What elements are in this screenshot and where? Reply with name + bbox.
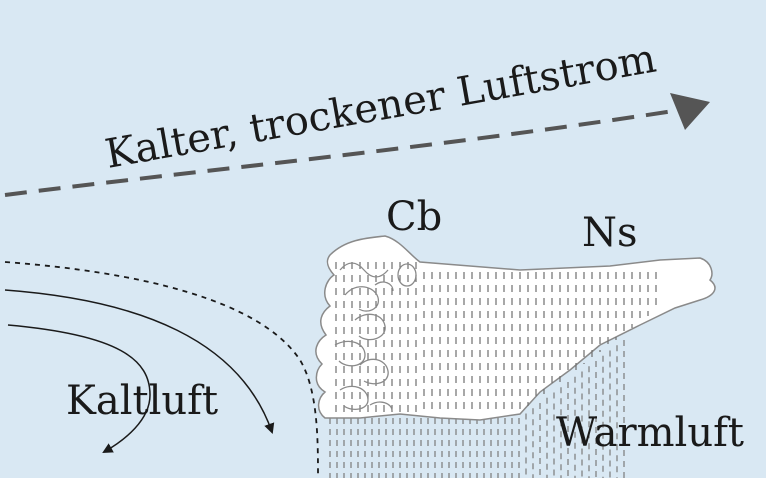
cold-air-flow-line-1	[4, 289, 275, 434]
dry-airstream-arrowhead	[670, 93, 710, 130]
dry-airstream-arrow	[4, 108, 681, 197]
warm-air-label: Warmluft	[556, 410, 744, 456]
nimbostratus-label: Ns	[582, 210, 638, 256]
precipitation-streaks	[329, 340, 625, 478]
cold-air-boundary-dashed	[4, 261, 319, 478]
cold-air-label: Kaltluft	[66, 378, 218, 424]
cloud-rain-texture	[335, 262, 657, 412]
cumulonimbus-detail	[334, 262, 417, 412]
cold-air-flow-line-2	[7, 324, 151, 454]
cumulonimbus-label: Cb	[386, 194, 442, 240]
